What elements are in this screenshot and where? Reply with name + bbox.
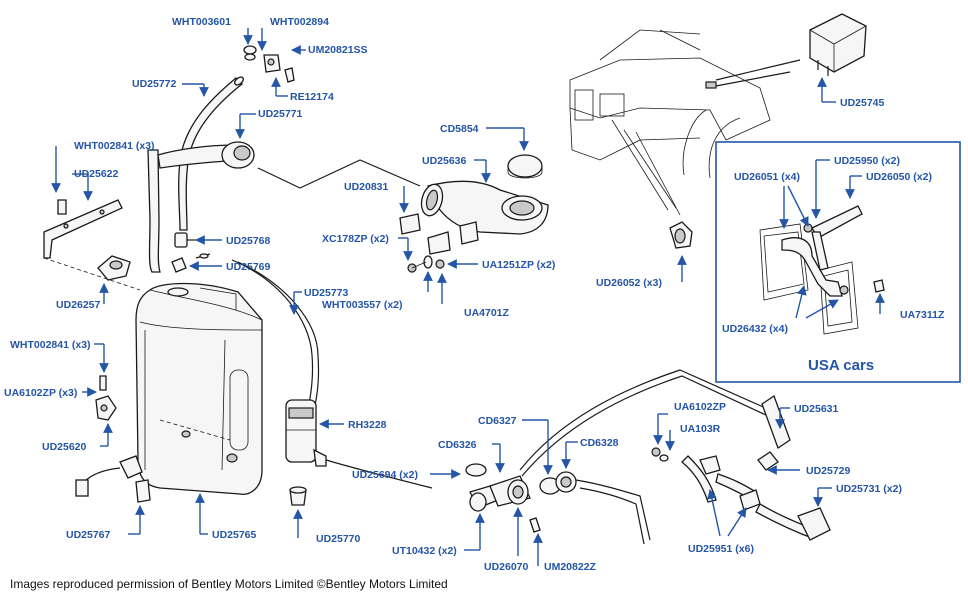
hose-line-2 [237, 261, 320, 421]
label-cd6327: CD6327 [478, 415, 517, 427]
label-ud25729: UD25729 [806, 465, 851, 477]
label-re12174: RE12174 [290, 91, 334, 103]
filler-duct [257, 154, 549, 235]
label-wht002894: WHT002894 [270, 16, 329, 28]
label-ua4701z: UA4701Z [464, 307, 510, 319]
label-ua6102zp-right: UA6102ZP [674, 401, 726, 413]
label-ud26050: UD26050 (x2) [866, 171, 932, 183]
label-ud25620: UD25620 [42, 441, 87, 453]
label-rh3228: RH3228 [348, 419, 387, 431]
label-cd6326: CD6326 [438, 439, 477, 451]
label-ud26052: UD26052 (x3) [596, 277, 662, 289]
duct-brackets [399, 213, 479, 273]
filler-neck-tube [147, 76, 244, 273]
label-um20822z: UM20822Z [544, 561, 597, 573]
label-ud25622: UD25622 [74, 168, 119, 180]
washer-pump [285, 399, 433, 489]
label-um20821ss: UM20821SS [308, 44, 368, 56]
label-ud26070: UD26070 [484, 561, 529, 573]
label-ud25771: UD25771 [258, 108, 303, 120]
pump-grommet [289, 486, 307, 506]
label-wht003557: WHT003557 (x2) [322, 299, 403, 311]
usa-headlamp-washers [759, 205, 885, 335]
label-ud25770: UD25770 [316, 533, 361, 545]
label-ud25769: UD25769 [226, 261, 271, 273]
label-ud26051: UD26051 (x4) [734, 171, 800, 183]
label-wht002841-left: WHT002841 (x3) [10, 339, 91, 351]
label-ud25773: UD25773 [304, 287, 349, 299]
label-cd6328: CD6328 [580, 437, 619, 449]
label-ud25694: UD25694 (x2) [352, 469, 418, 481]
label-ud25950: UD25950 (x2) [834, 155, 900, 167]
usa-cars-box [715, 141, 961, 383]
hose-fittings [171, 232, 211, 273]
label-ud25745: UD25745 [840, 97, 885, 109]
label-ud25631: UD25631 [794, 403, 839, 415]
label-ud25765: UD25765 [212, 529, 257, 541]
label-ua6102zp-left: UA6102ZP (x3) [4, 387, 77, 399]
label-ud25772: UD25772 [132, 78, 177, 90]
label-ud26257: UD26257 [56, 299, 101, 311]
leader-lines [51, 28, 885, 566]
filler-cap [221, 141, 255, 169]
label-ud25768: UD25768 [226, 235, 271, 247]
label-ud26432: UD26432 (x4) [722, 323, 788, 335]
grommet [97, 255, 131, 281]
washer-reservoir [135, 282, 263, 495]
copyright-caption: Images reproduced permission of Bentley … [10, 577, 448, 591]
label-ua1251zp: UA1251ZP (x2) [482, 259, 555, 271]
label-ud25731: UD25731 (x2) [836, 483, 902, 495]
hose-line [231, 259, 314, 421]
label-wht002841-top: WHT002841 (x3) [74, 140, 155, 152]
mounting-bracket [43, 199, 141, 291]
hose-clip [669, 221, 693, 249]
label-cd5854: CD5854 [440, 123, 479, 135]
top-hardware [243, 45, 295, 83]
label-ut10432: UT10432 (x2) [392, 545, 457, 557]
label-ua103r: UA103R [680, 423, 721, 435]
label-ud25951: UD25951 (x6) [688, 543, 754, 555]
level-sensor [75, 455, 151, 503]
usa-cars-title: USA cars [808, 357, 874, 374]
car-front-sketch [569, 29, 801, 216]
left-clip [95, 375, 117, 421]
jet-assembly [465, 463, 651, 545]
headlamp-hose-assembly [519, 369, 831, 541]
label-ud25636: UD25636 [422, 155, 467, 167]
relay [809, 13, 867, 76]
label-ud25767: UD25767 [66, 529, 111, 541]
label-ud20831: UD20831 [344, 181, 389, 193]
label-xc178zp: XC178ZP (x2) [322, 233, 389, 245]
label-wht003601: WHT003601 [172, 16, 231, 28]
label-ua7311z: UA7311Z [900, 309, 945, 321]
